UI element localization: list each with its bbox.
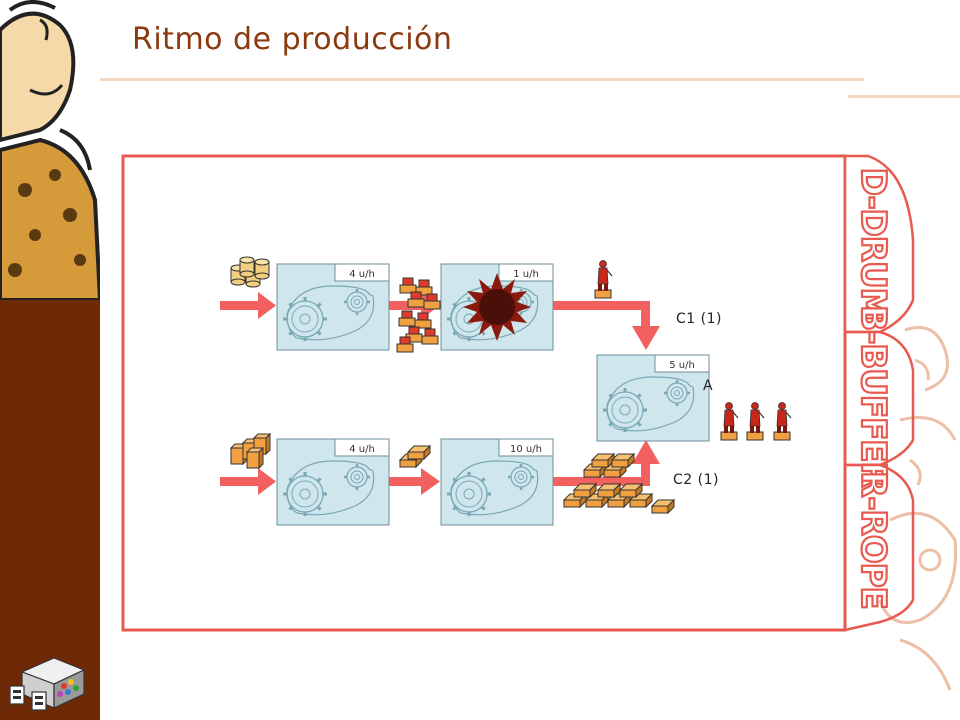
machine-5-rate: 10 u/h	[510, 444, 542, 455]
computer-network-logo	[9, 657, 86, 711]
arrow-in-top	[220, 292, 276, 319]
machine-2: 1 u/h	[441, 264, 553, 350]
machine-2-rate: 1 u/h	[513, 269, 539, 280]
label-c1: C1 (1)	[676, 311, 722, 327]
title-underline-right	[848, 95, 960, 98]
bottleneck-drum-icon	[463, 273, 531, 341]
machine-5: 10 u/h	[441, 439, 553, 525]
machine-1: 4 u/h	[277, 264, 389, 350]
cartoon-character-illustration	[0, 0, 100, 300]
label-c2: C2 (1)	[673, 472, 719, 488]
tab-d-drum-label: D-DRUM	[853, 168, 893, 321]
tab-b-buffer-label: B-BUFFER	[853, 305, 893, 487]
arrow-in-bottom	[220, 468, 276, 495]
diagram-frame	[121, 154, 847, 632]
machine-1-rate: 4 u/h	[349, 269, 375, 280]
arrow-m2-assembly	[553, 301, 660, 350]
machine-4-rate: 4 u/h	[349, 444, 375, 455]
machine-4: 4 u/h	[277, 439, 389, 525]
machine-3-assembly: 5 u/h	[597, 355, 709, 441]
tab-d-drum[interactable]: D-DRUM	[843, 154, 915, 334]
arrow-m4-m5	[389, 468, 440, 495]
tab-r-rope-label: R-ROPE	[853, 471, 893, 609]
decorative-background-doodle	[878, 326, 958, 691]
tab-r-rope[interactable]: R-ROPE	[844, 463, 915, 632]
page-title: Ritmo de producción	[132, 22, 453, 57]
machine-3-rate: 5 u/h	[669, 360, 695, 371]
label-assembly: A	[703, 378, 713, 394]
finished-product-figures-icon	[720, 401, 792, 441]
title-underline	[100, 78, 864, 81]
tab-b-buffer[interactable]: B-BUFFER	[845, 304, 915, 489]
arrow-m5-assembly	[553, 440, 660, 486]
